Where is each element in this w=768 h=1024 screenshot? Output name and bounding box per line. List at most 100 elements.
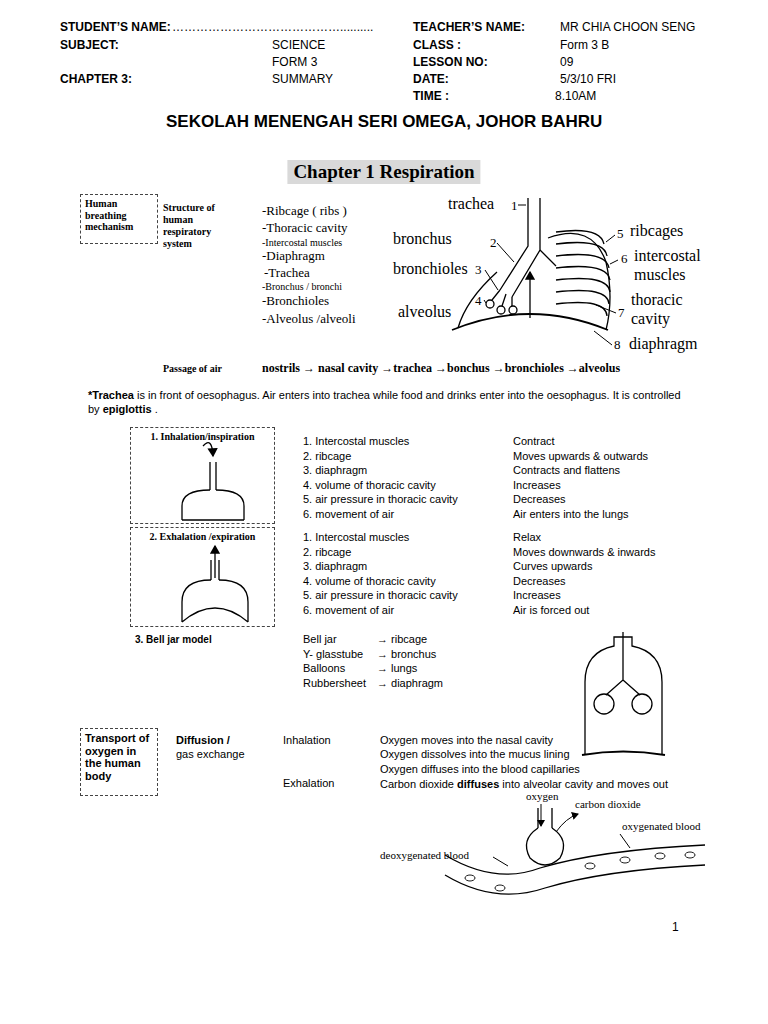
label-text: 2 <box>490 235 497 251</box>
label-text: Y- glasstube <box>303 648 363 661</box>
blood-cell <box>685 852 695 858</box>
label-text: 3. diaphragm <box>303 560 367 573</box>
label-text: 5 <box>617 226 624 242</box>
box-heading: Human breathing mechanism <box>85 198 153 233</box>
label-text: *Trachea <box>88 389 134 401</box>
label-text: TIME : <box>413 89 449 103</box>
label-text: intercostal muscles <box>634 246 722 284</box>
label-text: 09 <box>560 55 573 69</box>
label-text: → lungs <box>377 662 417 675</box>
label-text: 3 <box>475 262 482 278</box>
label-text: …………………………………….......... <box>172 20 373 34</box>
label-text: CLASS : <box>413 38 461 52</box>
label-text: 6. movement of air <box>303 508 394 521</box>
label-text: Exhalation <box>283 777 334 790</box>
label-text: Air enters into the lungs <box>513 508 629 521</box>
ribcage <box>556 231 610 317</box>
label-text: diaphragm <box>629 334 697 353</box>
label-text: CHAPTER 3: <box>60 72 132 86</box>
dashed-box: 2. Exhalation /expiration <box>130 527 275 627</box>
label-text: TEACHER’S NAME: <box>413 20 525 34</box>
label-text: -Bronchioles <box>262 293 329 309</box>
label-text: Decreases <box>513 493 566 506</box>
label-text: → diaphragm <box>377 677 443 690</box>
lung-outline <box>458 272 497 328</box>
label-text: 1. Intercostal muscles <box>303 435 409 448</box>
label-text: Passage of air <box>163 363 222 375</box>
dashed-box: 1. Inhalation/inspiration <box>130 427 275 524</box>
text-paragraph: *Tracheais in front of oesophagus. Air e… <box>88 388 748 417</box>
air-arrow <box>529 272 530 318</box>
label-text: 2. ribcage <box>303 450 351 463</box>
label-text: 2. ribcage <box>303 546 351 559</box>
blood-cell <box>655 853 665 859</box>
label-text: Form 3 B <box>560 38 609 52</box>
label-text: Balloons <box>303 662 345 675</box>
dashed-box: Transport of oxygen in the human body <box>80 728 158 796</box>
label-text: SUMMARY <box>272 72 333 86</box>
dashed-box: Human breathing mechanism <box>80 194 158 244</box>
label-text: gas exchange <box>176 748 245 761</box>
label-text: oxygenated blood <box>622 820 701 833</box>
label-text: Oxygen dissolves into the mucus lining <box>380 748 570 761</box>
capillary <box>445 845 705 874</box>
label-text: epiglottis <box>103 403 152 415</box>
box-heading: Transport of oxygen in the human body <box>85 732 153 783</box>
label-text: LESSON NO: <box>413 55 488 69</box>
blood-cell <box>620 857 630 863</box>
label-text: . <box>155 403 158 415</box>
label-text: SEKOLAH MENENGAH SERI OMEGA, JOHOR BAHRU <box>166 112 602 132</box>
label-text: Curves upwards <box>513 560 592 573</box>
label-text: oxygen <box>526 790 558 803</box>
label-text: bronchioles <box>393 259 468 278</box>
label-text: bronchus <box>393 229 452 248</box>
rubber-sheet <box>582 752 665 756</box>
label-text: Inhalation <box>283 734 331 747</box>
capillary <box>445 865 705 894</box>
label-text: 4. volume of thoracic cavity <box>303 575 436 588</box>
label-text: is in front of oesophagus. Air enters in… <box>88 389 681 415</box>
label-text: Increases <box>513 589 561 602</box>
label-text: 3. diaphragm <box>303 464 367 477</box>
label-text: 3. Bell jar model <box>135 634 212 646</box>
label-text: 7 <box>618 305 625 321</box>
label-text: Moves downwards & inwards <box>513 546 655 559</box>
label-text: 5/3/10 FRI <box>560 72 616 86</box>
label-text: trachea <box>448 194 494 213</box>
label-text: Structure of human respiratory system <box>163 202 235 250</box>
label-text: Air is forced out <box>513 604 589 617</box>
box-heading: 1. Inhalation/inspiration <box>135 431 270 443</box>
label-text: Moves upwards & outwards <box>513 450 648 463</box>
alveolus <box>526 828 563 865</box>
label-text: into alveolar cavity and moves out <box>502 778 668 790</box>
label-text: 4 <box>475 293 482 309</box>
label-text: DATE: <box>413 72 449 86</box>
label-text: 8 <box>614 337 621 353</box>
label-text: MR CHIA CHOON SENG <box>560 20 695 34</box>
label-text: 5. air pressure in thoracic cavity <box>303 493 458 506</box>
label-text: STUDENT’S NAME: <box>60 20 171 34</box>
y-tube <box>606 632 640 695</box>
label-text: SUBJECT: <box>60 38 119 52</box>
label-text: 1 <box>511 198 518 214</box>
label-text: 8.10AM <box>555 89 596 103</box>
label-text: -Diaphragm <box>262 248 325 264</box>
label-text: 5. air pressure in thoracic cavity <box>303 589 458 602</box>
text-paragraph: Carbon dioxidediffusesinto alveolar cavi… <box>380 777 760 791</box>
label-text: 6. movement of air <box>303 604 394 617</box>
box-heading: 2. Exhalation /expiration <box>135 531 270 543</box>
label-text: -Ribcage ( ribs ) <box>262 203 347 219</box>
label-text: thoracic cavity <box>631 290 711 328</box>
label-text: Contract <box>513 435 555 448</box>
blood-cell <box>585 863 595 869</box>
label-text: Relax <box>513 531 541 544</box>
blood-cell <box>465 875 475 881</box>
label-text: → ribcage <box>377 633 427 646</box>
label-text: Bell jar <box>303 633 337 646</box>
label-text: 6 <box>621 251 628 267</box>
label-text: Oxygen diffuses into the blood capillari… <box>380 763 580 776</box>
diaphragm <box>452 314 608 330</box>
label-text: diffuses <box>457 778 499 790</box>
label-text: FORM 3 <box>272 55 317 69</box>
